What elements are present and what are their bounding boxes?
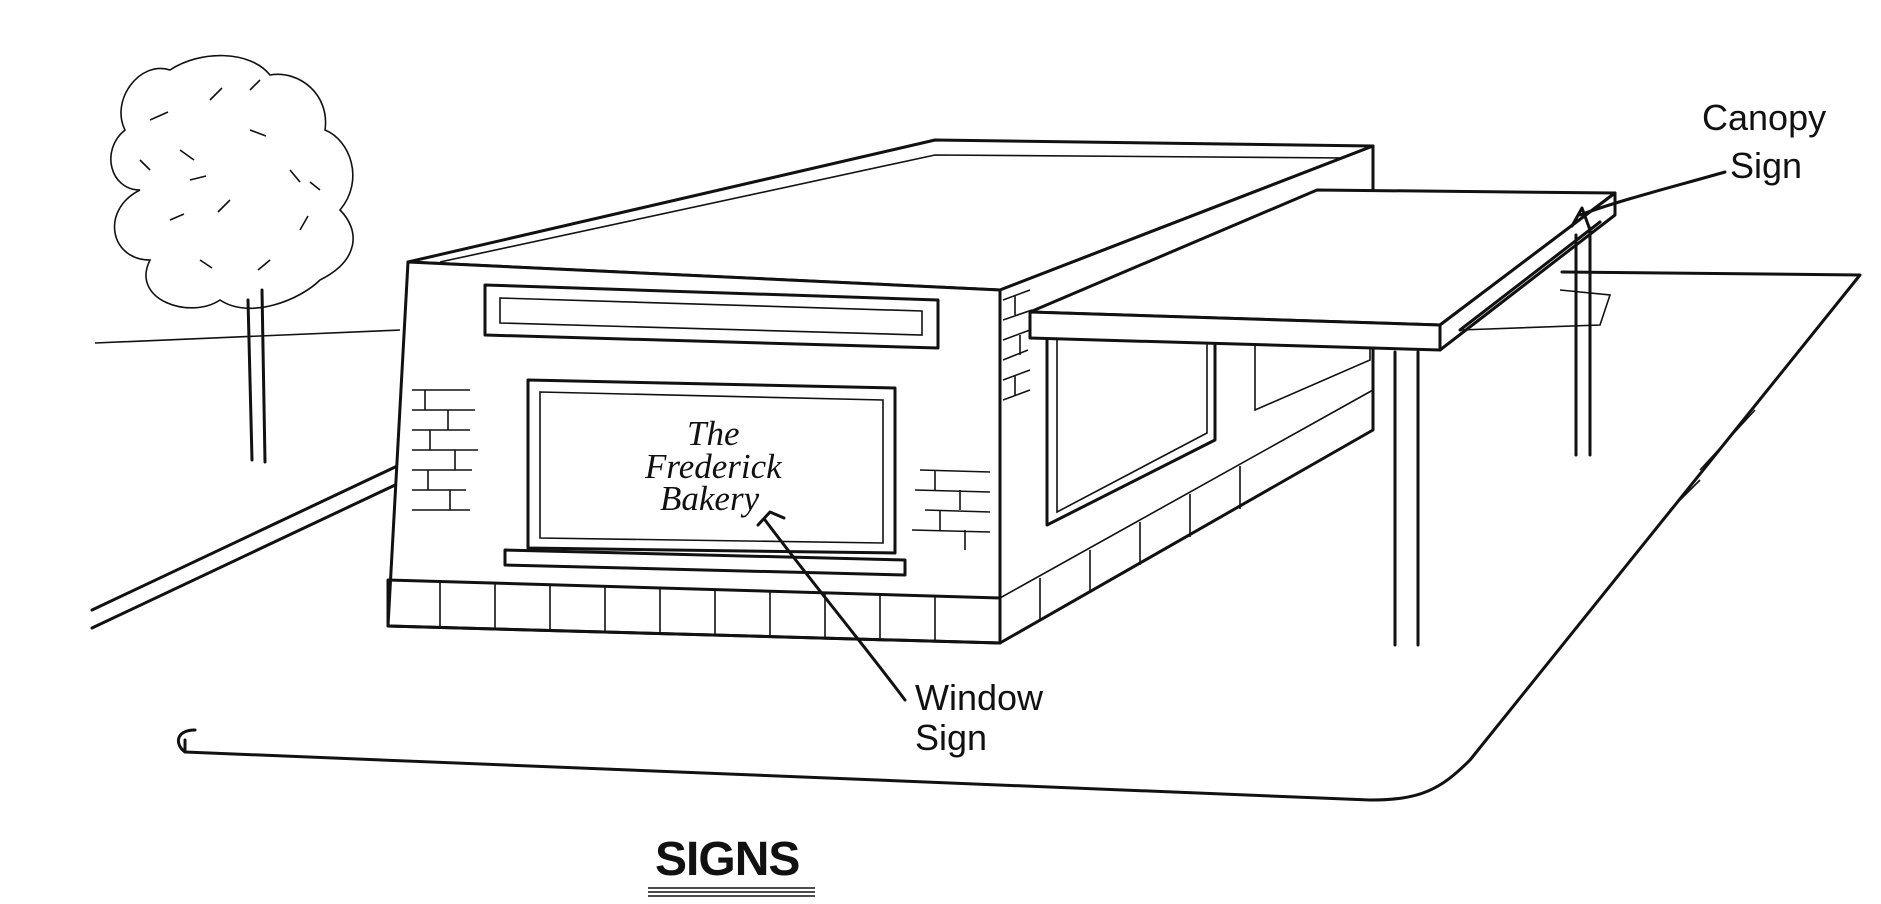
page-title: SIGNS [655, 833, 799, 886]
window-callout-line-1: Window [915, 677, 1044, 718]
window-callout-line-2: Sign [915, 717, 987, 758]
bakery-building [388, 140, 1373, 643]
tree-icon [111, 56, 353, 462]
window-sign-line-3: Bakery [660, 479, 760, 518]
canopy-callout-line-1: Canopy [1702, 97, 1826, 138]
title-underline [648, 888, 815, 896]
canopy-callout-line-2: Sign [1730, 145, 1802, 186]
